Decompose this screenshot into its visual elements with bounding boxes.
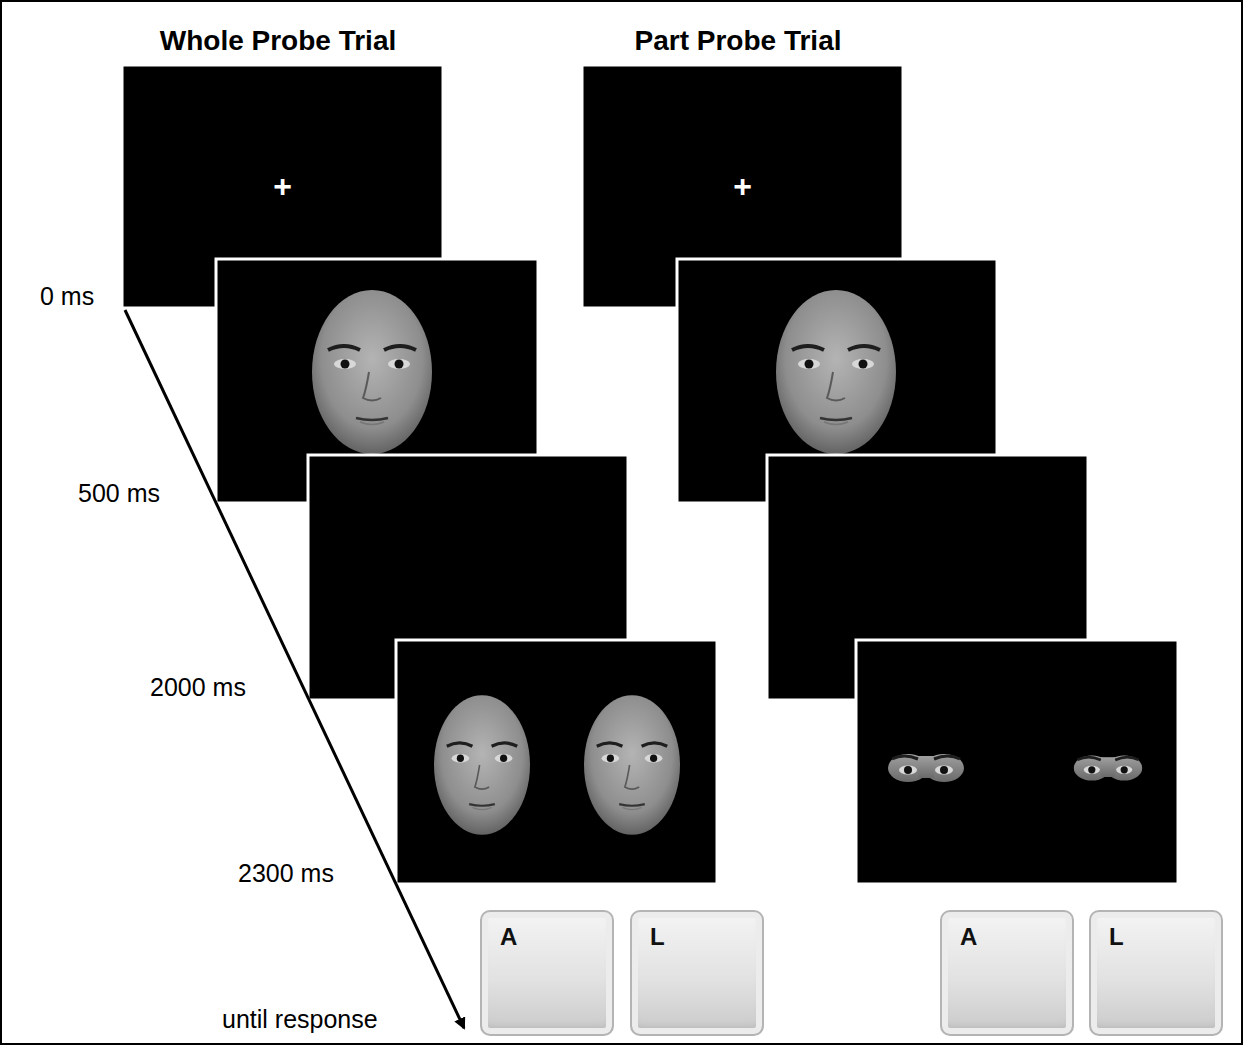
key-letter: L <box>650 924 744 950</box>
study-face <box>776 290 896 454</box>
response-key: A <box>480 910 614 1036</box>
probe-eyes <box>888 754 964 782</box>
fixation-cross: + <box>273 169 292 204</box>
column-title: Whole Probe Trial <box>108 26 448 57</box>
study-face <box>312 290 432 454</box>
time-label: until response <box>222 1006 378 1034</box>
time-arrow <box>125 310 464 1028</box>
fixation-cross: + <box>733 169 752 204</box>
fixation-screen: + <box>582 65 903 308</box>
probe-face <box>584 695 680 834</box>
response-key: A <box>940 910 1074 1036</box>
response-key: L <box>1089 910 1223 1036</box>
time-label: 0 ms <box>40 283 94 311</box>
time-label: 2000 ms <box>150 674 246 702</box>
probe-eyes <box>1074 755 1142 780</box>
time-label: 500 ms <box>78 480 160 508</box>
key-letter: A <box>960 924 1054 950</box>
key-letter: A <box>500 924 594 950</box>
column-title: Part Probe Trial <box>568 26 908 57</box>
time-label: 2300 ms <box>238 860 334 888</box>
fixation-screen: + <box>122 65 443 308</box>
response-key: L <box>630 910 764 1036</box>
probe-screen <box>396 640 717 884</box>
probe-face <box>434 695 530 834</box>
probe-screen <box>856 640 1178 884</box>
key-letter: L <box>1109 924 1203 950</box>
